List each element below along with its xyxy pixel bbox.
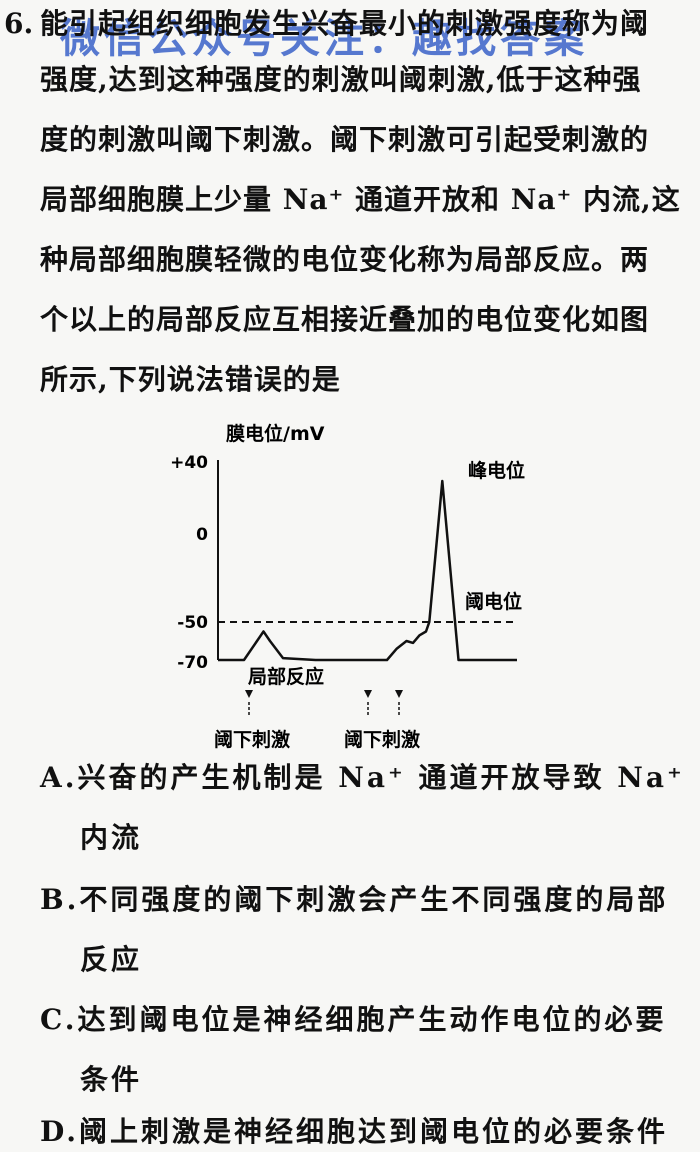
stem-line: 所示,下列说法错误的是 <box>40 363 341 396</box>
stem-line: 种局部细胞膜轻微的电位变化称为局部反应。两 <box>40 243 650 276</box>
option-b-cont: 反应 <box>80 943 143 976</box>
option-text: 不同强度的阈下刺激会产生不同强度的局部 <box>79 883 669 916</box>
stimulus-marker <box>245 690 253 716</box>
stem-line: 强度,达到这种强度的刺激叫阈刺激,低于这种强 <box>40 63 642 96</box>
option-a-cont: 内流 <box>80 821 143 854</box>
question-number: 6. <box>4 7 34 40</box>
watermark: 微信公众号关注：趣找答案 <box>60 16 588 62</box>
subthreshold-stimulus-label: 阈下刺激 <box>214 728 290 751</box>
stem-line: 局部细胞膜上少量 Na⁺ 通道开放和 Na⁺ 内流,这 <box>40 183 681 216</box>
y-tick-label: -50 <box>177 613 208 633</box>
y-tick-label: -70 <box>177 653 208 673</box>
stimulus-marker <box>364 690 372 716</box>
threshold-potential-label: 阈电位 <box>465 590 522 613</box>
option-text: 阈上刺激是神经细胞达到阈电位的必要条件 <box>79 1115 669 1148</box>
subthreshold-stimulus-label: 阈下刺激 <box>344 728 420 751</box>
stem-line: 能引起组织细胞发生兴奋最小的刺激强度称为阈 <box>40 7 650 40</box>
local-response-label: 局部反应 <box>248 665 324 688</box>
stem-line: 个以上的局部反应互相接近叠加的电位变化如图 <box>40 303 650 336</box>
option-c-text: C.达到阈电位是神经细胞产生动作电位的必要 <box>40 1000 667 1040</box>
peak-potential-label: 峰电位 <box>468 459 525 482</box>
option-letter: C. <box>40 1003 78 1036</box>
option-a-text: A.兴奋的产生机制是 Na⁺ 通道开放导致 Na⁺ <box>40 758 685 798</box>
membrane-potential-chart: 膜电位/mV +40 0 -50 -70 峰电位 阈电位 局部反应 阈下刺激 阈… <box>170 422 525 751</box>
option-c-cont: 条件 <box>80 1063 143 1096</box>
option-text: 达到阈电位是神经细胞产生动作电位的必要 <box>77 1003 667 1036</box>
option-letter: D. <box>40 1115 80 1148</box>
option-letter: A. <box>40 761 78 794</box>
y-axis-label: 膜电位/mV <box>225 422 325 445</box>
stem-line: 度的刺激叫阈下刺激。阈下刺激可引起受刺激的 <box>40 123 650 156</box>
option-letter: B. <box>40 883 80 916</box>
option-text: 兴奋的产生机制是 Na⁺ 通道开放导致 Na⁺ <box>77 761 685 794</box>
stimulus-marker <box>395 690 403 716</box>
option-b-text: B.不同强度的阈下刺激会产生不同强度的局部 <box>40 880 668 920</box>
option-d-text: D.阈上刺激是神经细胞达到阈电位的必要条件 <box>40 1112 668 1152</box>
membrane-potential-trace <box>218 479 517 662</box>
y-tick-label: +40 <box>170 453 208 473</box>
y-tick-label: 0 <box>196 525 208 545</box>
